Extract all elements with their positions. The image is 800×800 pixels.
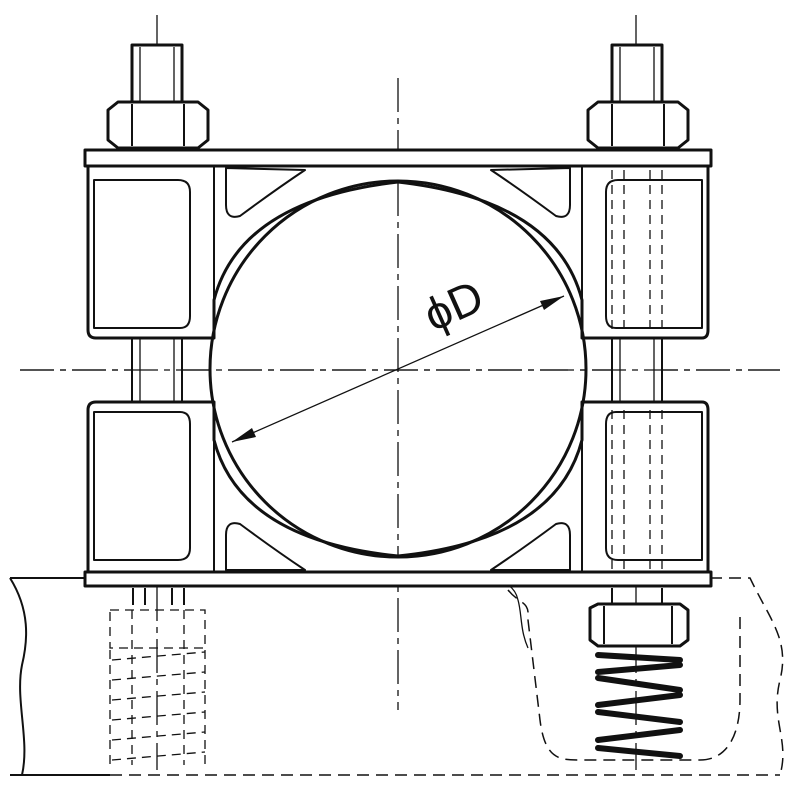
right-lower-nut <box>588 602 690 648</box>
left-hex-nut <box>106 100 210 150</box>
lower-right-recess <box>490 522 571 571</box>
upper-clamp-block <box>83 148 713 340</box>
dimension-arrow-left <box>232 428 256 442</box>
dimension-arrow-right <box>540 296 564 310</box>
right-spring-assembly <box>588 602 690 759</box>
upper-left-recess <box>225 167 306 218</box>
upper-right-recess <box>490 167 571 218</box>
upper-cover-plate <box>83 148 713 168</box>
pipe-bore-circle <box>208 179 588 559</box>
lower-left-recess <box>225 522 306 571</box>
compression-spring <box>595 652 683 759</box>
right-hex-nut <box>586 100 690 150</box>
left-hidden-spring <box>111 651 206 761</box>
dimension-line <box>231 295 565 443</box>
beam-break-left <box>9 577 28 776</box>
left-bolt <box>106 43 210 765</box>
lower-base-plate <box>83 570 713 588</box>
right-bolt-hidden-lines <box>611 170 663 570</box>
diameter-label: ϕD <box>416 270 491 341</box>
